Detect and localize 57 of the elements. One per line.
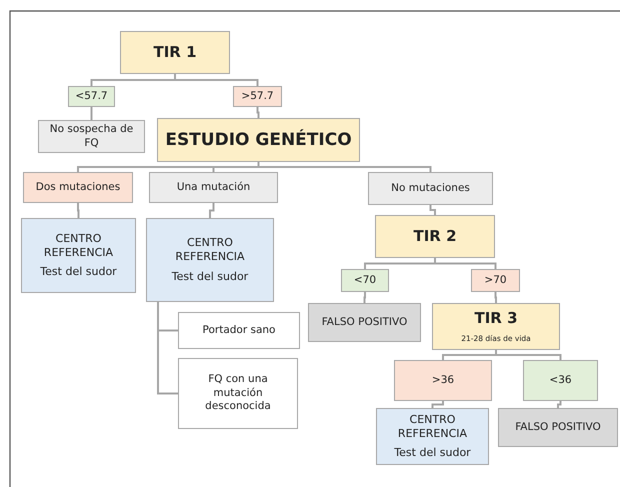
box-label: Una mutación bbox=[176, 180, 252, 194]
box-label: FALSO POSITIVO bbox=[514, 420, 602, 434]
result-box bbox=[68, 86, 115, 107]
box-subtext: Test del sudor bbox=[170, 270, 250, 284]
box-label: No mutaciones bbox=[390, 182, 471, 196]
result-box bbox=[368, 172, 493, 205]
decision-box bbox=[375, 215, 495, 258]
process-box bbox=[157, 118, 360, 162]
box-subtext: Test del sudor bbox=[39, 265, 118, 280]
box-label: CENTRO REFERENCIA bbox=[174, 236, 246, 265]
referral-box bbox=[146, 218, 274, 302]
box-label: Portador sano bbox=[202, 324, 276, 338]
connector-line bbox=[77, 203, 80, 218]
box-label: >36 bbox=[430, 374, 456, 388]
box-label: <70 bbox=[352, 274, 378, 288]
result-box bbox=[178, 312, 300, 349]
result-box bbox=[233, 86, 282, 107]
connector-line bbox=[494, 292, 497, 303]
box-heading: ESTUDIO GENÉTICO bbox=[164, 128, 353, 152]
result-box bbox=[523, 360, 598, 401]
box-label: FALSO POSITIVO bbox=[320, 316, 408, 330]
box-label: <57.7 bbox=[74, 90, 109, 104]
result-box bbox=[178, 358, 298, 429]
referral-box bbox=[376, 408, 489, 465]
result-box bbox=[341, 269, 389, 292]
result-box bbox=[471, 269, 520, 292]
result-box bbox=[308, 303, 421, 342]
box-label: >57.7 bbox=[240, 90, 275, 104]
box-subtext: Test del sudor bbox=[393, 446, 472, 460]
connector-line bbox=[209, 203, 214, 218]
connector-line bbox=[90, 107, 92, 120]
referral-box bbox=[21, 218, 136, 293]
connector-line bbox=[364, 292, 366, 303]
result-box bbox=[38, 120, 145, 153]
decision-box bbox=[120, 31, 230, 74]
connector-line bbox=[174, 74, 258, 86]
box-heading: TIR 2 bbox=[412, 226, 458, 246]
decision-box bbox=[432, 303, 560, 350]
box-label: CENTRO REFERENCIA bbox=[396, 412, 468, 442]
box-label: >70 bbox=[483, 274, 508, 288]
result-box bbox=[23, 172, 133, 203]
connector-line bbox=[430, 205, 436, 215]
box-label: FQ con una mutación desconocida bbox=[204, 373, 272, 414]
box-label: No sospecha de FQ bbox=[48, 122, 134, 150]
connector-line bbox=[432, 401, 444, 408]
box-heading: TIR 3 bbox=[473, 308, 519, 328]
box-label: CENTRO REFERENCIA bbox=[42, 232, 114, 260]
result-box bbox=[498, 408, 618, 447]
connector-line bbox=[256, 107, 260, 118]
box-label: Dos mutaciones bbox=[34, 180, 122, 194]
box-label: <36 bbox=[548, 374, 573, 388]
result-box bbox=[394, 360, 492, 401]
connector-line bbox=[495, 350, 562, 360]
connector-line bbox=[557, 401, 562, 408]
connector-line bbox=[157, 302, 178, 394]
result-box bbox=[149, 172, 278, 203]
box-heading: TIR 1 bbox=[152, 42, 198, 62]
